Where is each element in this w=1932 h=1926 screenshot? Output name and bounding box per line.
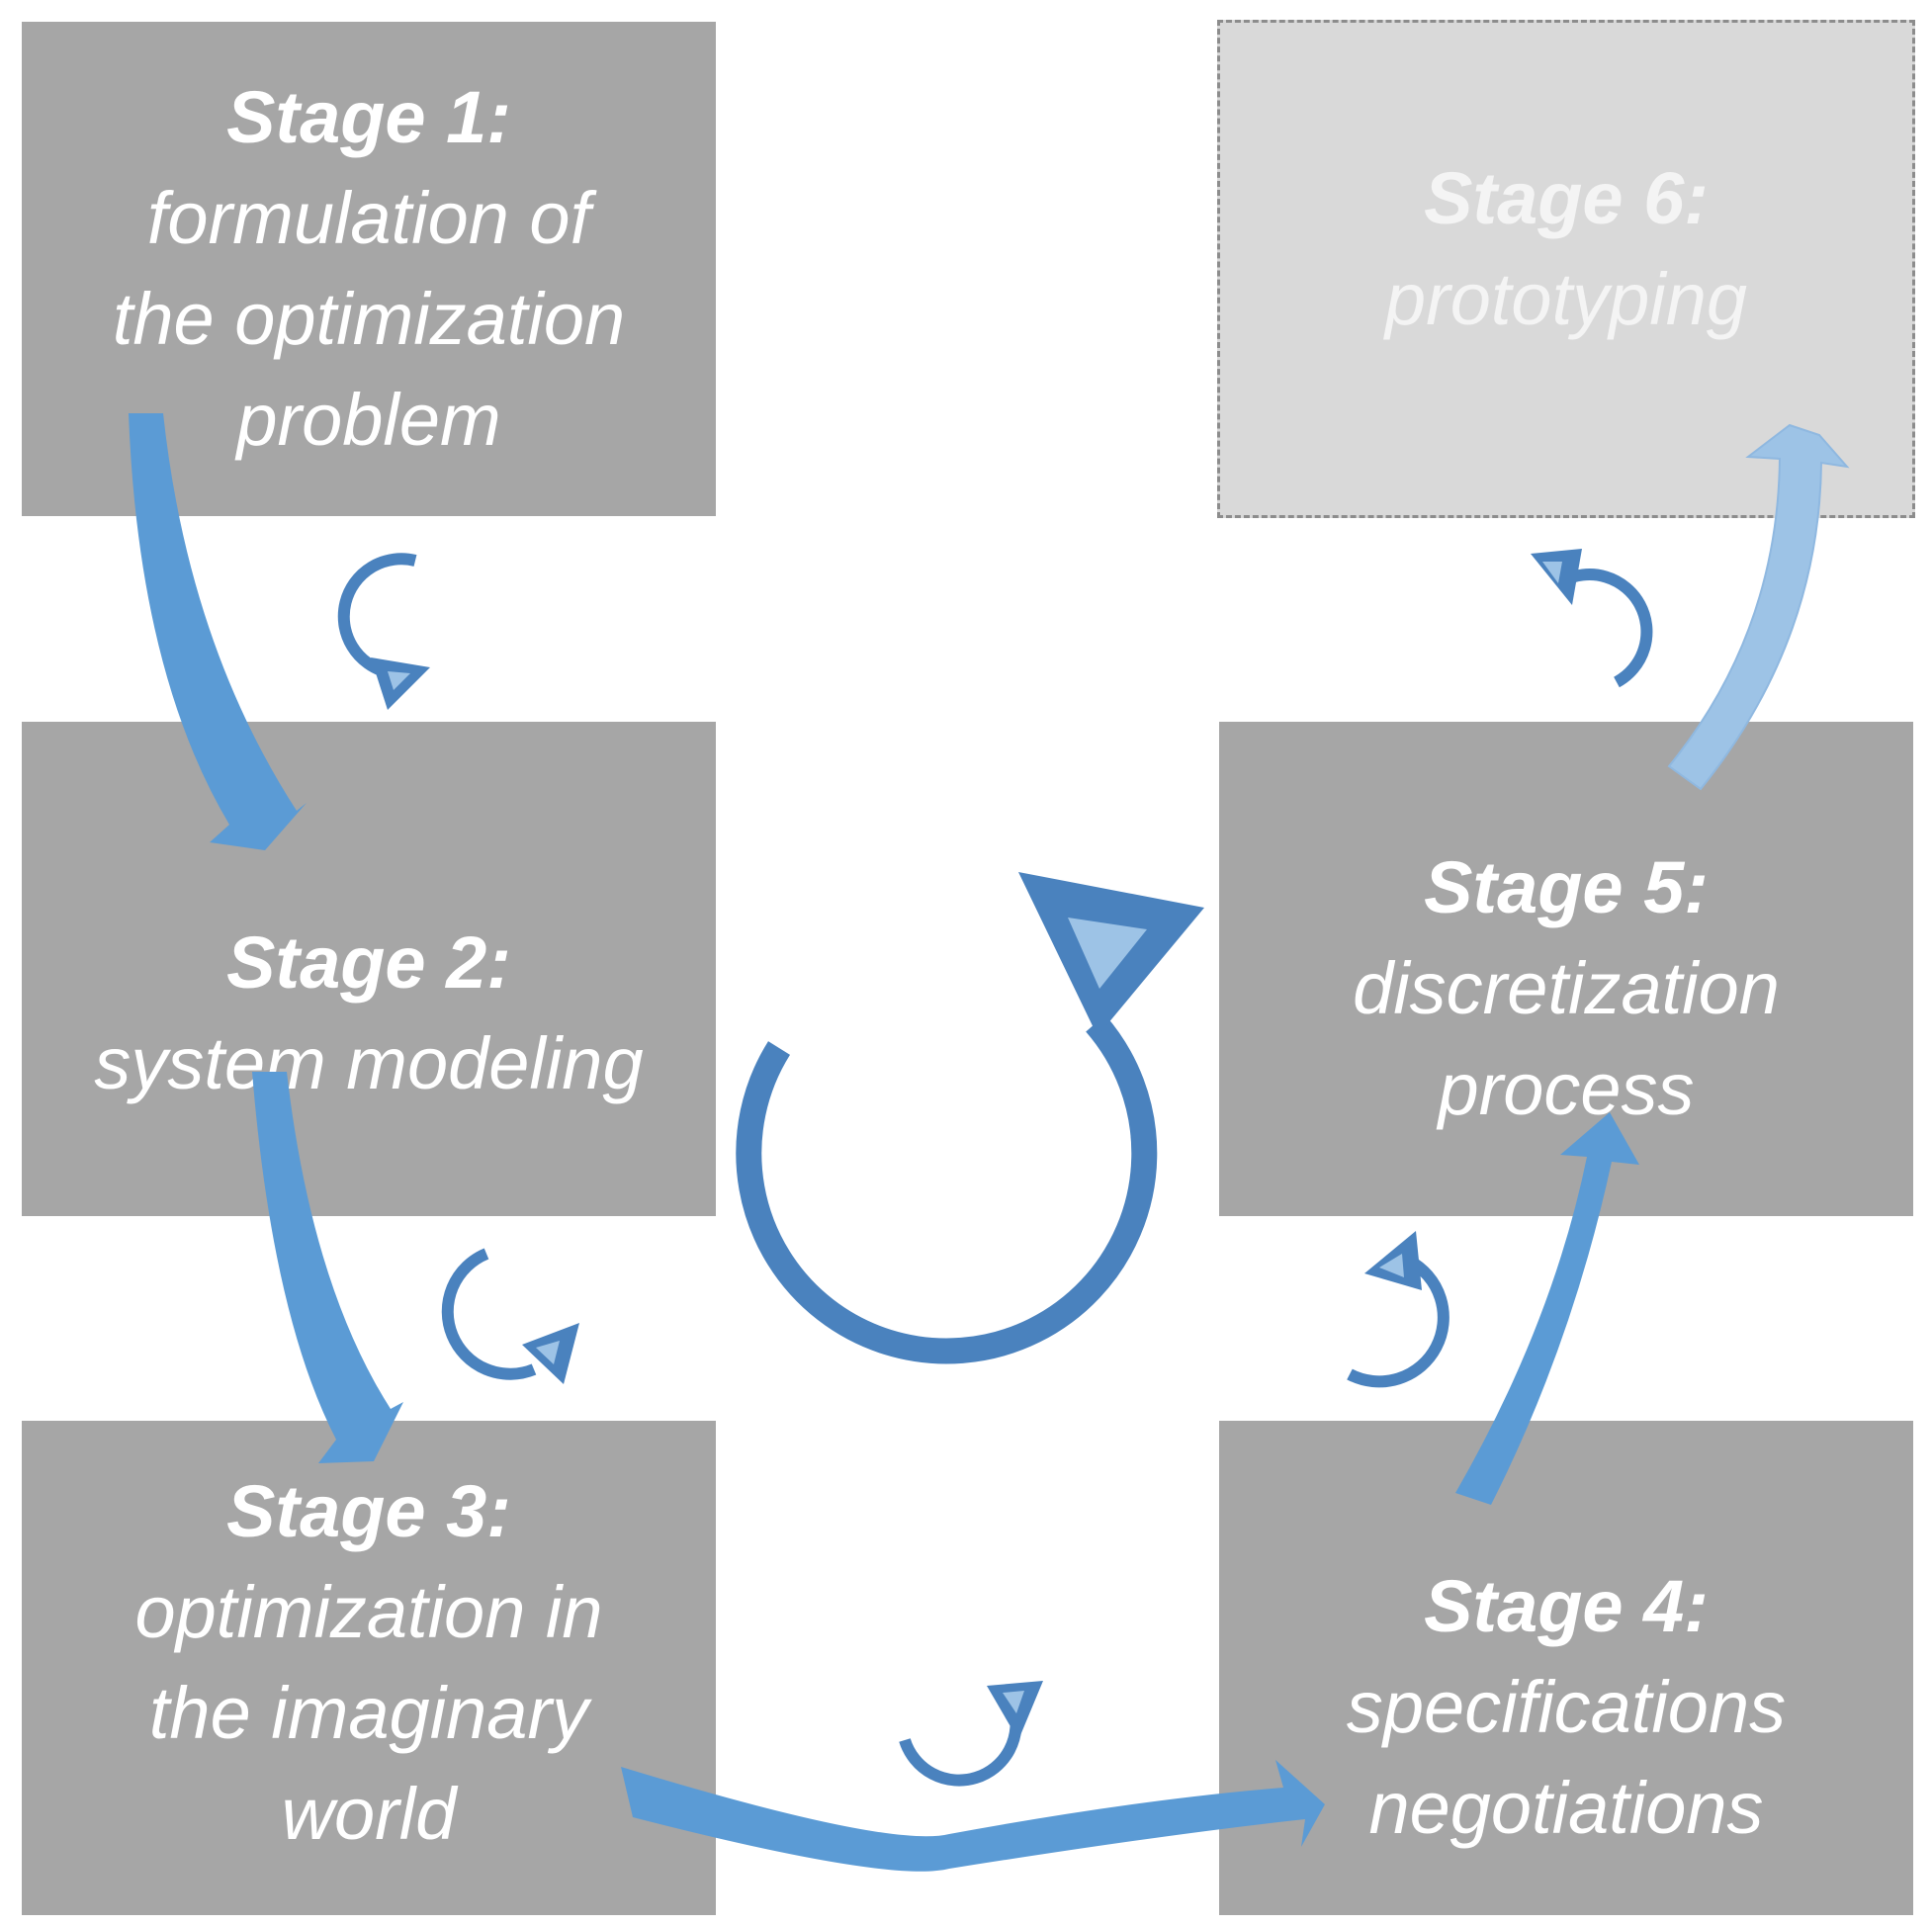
loop-icon-stage4-5 <box>1347 1231 1449 1388</box>
stage-2-description: system modeling <box>94 1022 644 1104</box>
stage-6-title: Stage 6: <box>1424 157 1709 239</box>
stage-4-description: specifications negotiations <box>1346 1666 1787 1849</box>
stage-1-description: formulation of the optimization problem <box>112 177 626 461</box>
arrow-stage3-to-stage4 <box>621 1760 1325 1872</box>
stage-2-box: Stage 2: system modeling <box>22 722 716 1216</box>
arrow-stage4-to-stage5 <box>1455 1112 1639 1505</box>
stage-3-box: Stage 3: optimization in the imaginary w… <box>22 1421 716 1915</box>
stage-6-description: prototyping <box>1384 258 1748 340</box>
stage-1-title: Stage 1: <box>226 76 511 158</box>
stage-4-title: Stage 4: <box>1424 1565 1709 1647</box>
arrow-stage1-to-stage2 <box>129 413 307 850</box>
stage-5-description: discretization process <box>1353 947 1780 1130</box>
loop-icon-stage1-2 <box>337 553 430 710</box>
stage-5-box: Stage 5: discretization process <box>1219 722 1913 1216</box>
stage-3-description: optimization in the imaginary world <box>134 1571 603 1855</box>
stage-3-title: Stage 3: <box>226 1470 511 1552</box>
large-cycle-arrow-icon <box>736 872 1204 1364</box>
stage-4-box: Stage 4: specifications negotiations <box>1219 1421 1913 1915</box>
stage-5-title: Stage 5: <box>1424 846 1709 928</box>
loop-icon-stage5-6 <box>1531 549 1653 688</box>
stage-2-title: Stage 2: <box>226 921 511 1004</box>
arrow-stage5-to-stage6 <box>1667 423 1850 791</box>
arrow-stage2-to-stage3 <box>252 1072 403 1463</box>
loop-icon-stage2-3 <box>441 1248 579 1384</box>
loop-icon-stage3-4 <box>899 1681 1043 1787</box>
